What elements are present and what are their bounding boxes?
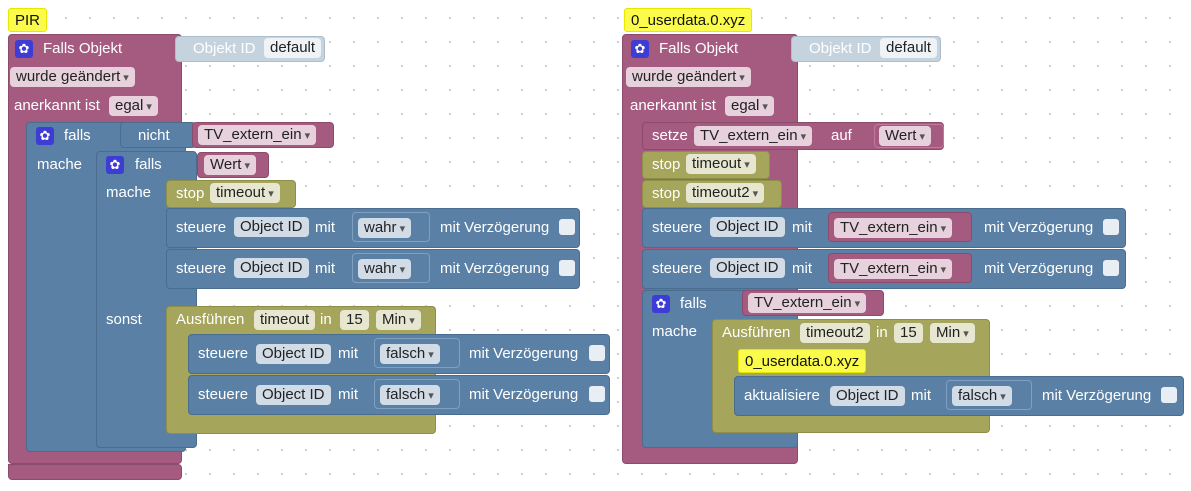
gear-icon[interactable]: ✿ [652, 295, 670, 313]
unit-dropdown[interactable]: Min [376, 310, 421, 330]
inner-comment-tooltip[interactable]: 0_userdata.0.xyz [738, 349, 867, 373]
execute-label: Ausführen [176, 311, 245, 328]
anerkannt-label: anerkannt ist [630, 97, 716, 114]
wert-dropdown[interactable]: Wert [204, 155, 256, 175]
falsch-dropdown[interactable]: falsch [380, 385, 440, 405]
objekt-id-value[interactable]: default [264, 38, 322, 58]
tv-extern-dropdown[interactable]: TV_extern_ein [834, 259, 953, 279]
control-label: steuere [176, 260, 227, 277]
delay-label: mit Verzögerung [469, 345, 579, 362]
in-label: in [320, 311, 332, 328]
delay-checkbox[interactable] [1161, 387, 1177, 403]
objekt-id-label: Objekt ID [193, 40, 256, 57]
inner-if-label: falls [135, 156, 162, 173]
else-label: sonst [106, 311, 142, 328]
delay-checkbox[interactable] [589, 345, 605, 361]
delay-label: mit Verzögerung [440, 219, 550, 236]
in-label: in [876, 324, 888, 341]
stop-label: stop [176, 185, 205, 202]
with-label: mit [792, 260, 812, 277]
control-label: steuere [198, 386, 249, 403]
with-label: mit [315, 260, 335, 277]
object-id-field[interactable]: Object ID [830, 386, 905, 406]
delay-checkbox[interactable] [559, 219, 575, 235]
timeout-dropdown[interactable]: timeout [686, 154, 756, 174]
to-label: auf [831, 127, 852, 144]
not-block[interactable] [120, 122, 196, 148]
falsch-dropdown[interactable]: falsch [952, 386, 1012, 406]
object-id-field[interactable]: Object ID [256, 344, 331, 364]
delay-label: mit Verzögerung [984, 260, 1094, 277]
left-comment-tooltip[interactable]: PIR [8, 8, 48, 32]
with-label: mit [338, 345, 358, 362]
object-id-field[interactable]: Object ID [710, 258, 785, 278]
delay-checkbox[interactable] [1103, 260, 1119, 276]
control-label: steuere [652, 219, 703, 236]
gear-icon[interactable]: ✿ [15, 40, 33, 58]
anerkannt-label: anerkannt ist [14, 97, 100, 114]
tv-extern-dropdown[interactable]: TV_extern_ein [834, 218, 953, 238]
change-type-dropdown[interactable]: wurde geändert [10, 67, 135, 87]
with-label: mit [911, 387, 931, 404]
with-label: mit [338, 386, 358, 403]
tv-extern-dropdown[interactable]: TV_extern_ein [198, 125, 317, 145]
control-label: steuere [198, 345, 249, 362]
left-trigger-bottom [8, 464, 182, 480]
ack-dropdown[interactable]: egal [725, 96, 774, 116]
tv-extern-dropdown[interactable]: TV_extern_ein [694, 126, 813, 146]
do-label: mache [652, 323, 698, 340]
objekt-id-value[interactable]: default [880, 38, 938, 58]
delay-checkbox[interactable] [1103, 219, 1119, 235]
not-label: nicht [138, 127, 170, 144]
object-id-field[interactable]: Object ID [234, 217, 309, 237]
execute-label: Ausführen [722, 324, 791, 341]
timeout2-dropdown[interactable]: timeout2 [686, 183, 765, 203]
change-type-dropdown[interactable]: wurde geändert [626, 67, 751, 87]
inner-do-label: mache [106, 184, 152, 201]
control-label: steuere [652, 260, 703, 277]
falls-objekt-label: Falls Objekt [659, 40, 739, 57]
set-label: setze [652, 127, 688, 144]
delay-label: mit Verzögerung [1042, 387, 1152, 404]
duration-field[interactable]: 15 [340, 310, 369, 330]
duration-field[interactable]: 15 [894, 323, 923, 343]
ack-dropdown[interactable]: egal [109, 96, 158, 116]
delay-checkbox[interactable] [559, 260, 575, 276]
gear-icon[interactable]: ✿ [36, 127, 54, 145]
wahr-dropdown[interactable]: wahr [358, 259, 412, 279]
gear-icon[interactable]: ✿ [631, 40, 649, 58]
falsch-dropdown[interactable]: falsch [380, 344, 440, 364]
timeout-dropdown[interactable]: timeout [210, 183, 280, 203]
timeout-name-field[interactable]: timeout [254, 310, 316, 330]
delay-label: mit Verzögerung [984, 219, 1094, 236]
wahr-dropdown[interactable]: wahr [358, 218, 412, 238]
with-label: mit [792, 219, 812, 236]
delay-label: mit Verzögerung [469, 386, 579, 403]
object-id-field[interactable]: Object ID [256, 385, 331, 405]
right-comment-tooltip[interactable]: 0_userdata.0.xyz [624, 8, 753, 32]
object-id-field[interactable]: Object ID [710, 217, 785, 237]
stop-label: stop [652, 156, 681, 173]
tv-extern-dropdown[interactable]: TV_extern_ein [748, 293, 867, 313]
update-label: aktualisiere [744, 387, 820, 404]
do-label: mache [37, 156, 83, 173]
falls-objekt-label: Falls Objekt [43, 40, 123, 57]
wert-dropdown[interactable]: Wert [879, 126, 931, 146]
if-label: falls [680, 295, 707, 312]
delay-checkbox[interactable] [589, 386, 605, 402]
unit-dropdown[interactable]: Min [930, 323, 975, 343]
control-label: steuere [176, 219, 227, 236]
objekt-id-label: Objekt ID [809, 40, 872, 57]
object-id-field[interactable]: Object ID [234, 258, 309, 278]
gear-icon[interactable]: ✿ [106, 156, 124, 174]
with-label: mit [315, 219, 335, 236]
timeout-name-field[interactable]: timeout2 [800, 323, 870, 343]
delay-label: mit Verzögerung [440, 260, 550, 277]
if-label: falls [64, 127, 91, 144]
stop-label: stop [652, 185, 681, 202]
